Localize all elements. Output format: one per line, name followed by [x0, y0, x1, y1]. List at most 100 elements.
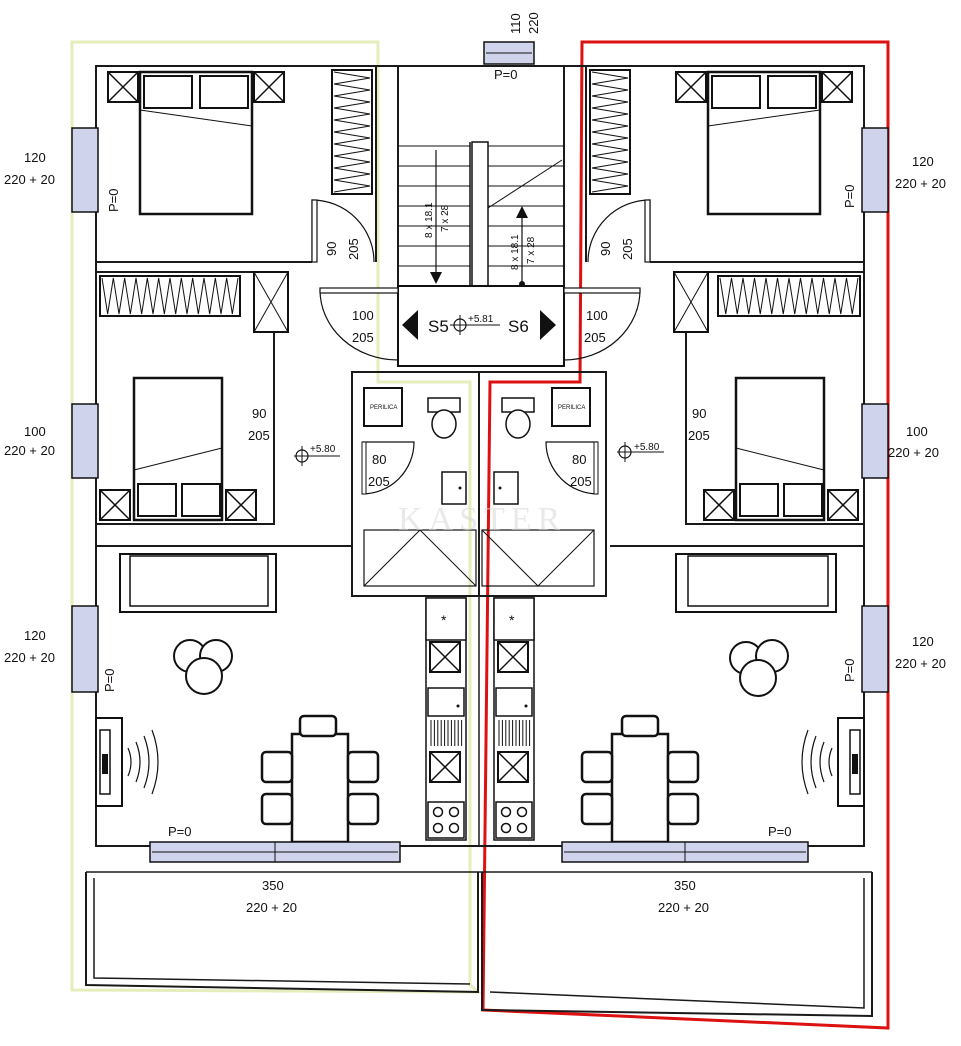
bed-icon	[706, 70, 822, 216]
table-icon	[173, 639, 233, 695]
l-washing-machine-label: PERILICA	[370, 405, 397, 411]
r-balcony-door-height: 220 + 20	[658, 900, 709, 915]
top-window-width: 110	[508, 13, 523, 34]
stair-tread-right: 7 x 28	[526, 236, 537, 264]
r-balcony-door-width: 350	[674, 878, 696, 893]
l-balcony-sill: P=0	[168, 824, 192, 839]
r-bed2-window-height: 220 + 20	[888, 445, 939, 460]
r-bed2-window-width: 100	[906, 424, 928, 439]
washing-machine-icon	[363, 387, 403, 427]
r-bed2-door-width: 90	[692, 406, 706, 421]
r-entry-door-width: 100	[586, 308, 608, 323]
watermark: KASTER	[398, 501, 566, 538]
landing-arrow-icon	[402, 310, 418, 340]
fridge-icon: *	[493, 597, 535, 641]
l-level: +5.80	[310, 444, 336, 455]
sofa-icon	[119, 553, 277, 613]
r-bed1-window-sill: P=0	[842, 185, 857, 209]
wardrobe-icon	[99, 275, 241, 317]
l-bed1-window-width: 120	[24, 150, 46, 165]
r-living-window-height: 220 + 20	[895, 656, 946, 671]
l-bed2-window-height: 220 + 20	[4, 443, 55, 458]
washbasin-icon	[441, 471, 467, 505]
dining-set-icon	[580, 714, 700, 844]
window-icon	[71, 403, 99, 479]
toilet-icon	[501, 397, 535, 439]
stair-run-right: 8 x 18.1	[510, 234, 521, 270]
window-icon	[71, 605, 99, 693]
wardrobe-icon	[331, 69, 373, 195]
svg-text:*: *	[441, 612, 447, 628]
bed-icon	[734, 376, 826, 522]
wardrobe-icon	[253, 271, 289, 333]
wardrobe-icon	[589, 69, 631, 195]
r-balcony-sill: P=0	[768, 824, 792, 839]
l-bed1-window-sill: P=0	[106, 189, 121, 213]
stair-treads	[398, 145, 564, 267]
fridge-icon: *	[425, 597, 467, 641]
top-window-height: 220	[526, 12, 541, 34]
kitchen-counter: *	[425, 597, 467, 841]
door-swing-icon	[587, 199, 651, 263]
r-level: +5.80	[634, 442, 660, 453]
toilet-icon	[427, 397, 461, 439]
door-swing-icon	[545, 441, 599, 495]
sofa-icon	[675, 553, 837, 613]
stove-icon	[495, 801, 533, 839]
washing-machine-icon	[551, 387, 591, 427]
bed-icon	[138, 70, 254, 216]
stair-run-left: 8 x 18.1	[424, 202, 435, 238]
l-entry-door-width: 100	[352, 308, 374, 323]
l-bath-door-height: 205	[368, 474, 390, 489]
l-balcony-door-height: 220 + 20	[246, 900, 297, 915]
stair-tread-left: 7 x 28	[440, 204, 451, 232]
l-bed2-door-height: 205	[248, 428, 270, 443]
l-living-window-sill: P=0	[102, 669, 117, 693]
r-living-window-sill: P=0	[842, 659, 857, 683]
shower-tray	[363, 529, 477, 587]
window-icon	[71, 127, 99, 213]
washbasin-icon	[493, 471, 519, 505]
staircase: 8 x 18.1 7 x 28 8 x 18.1 7 x 28 S5 S6 +5…	[397, 141, 565, 367]
l-bed1-window-height: 220 + 20	[4, 172, 55, 187]
table-icon	[729, 639, 789, 697]
l-living-window-height: 220 + 20	[4, 650, 55, 665]
right-unit: 120 220 + 20 P=0 100 220 + 20 120 220 + …	[481, 69, 946, 915]
window-icon	[149, 841, 401, 863]
l-balcony-door-width: 350	[262, 878, 284, 893]
window-icon	[861, 605, 889, 693]
drainboard	[498, 720, 531, 746]
window-icon	[561, 841, 809, 863]
l-bed1-door-width: 90	[324, 242, 339, 256]
dining-set-icon	[260, 714, 380, 844]
door-swing-icon	[361, 441, 415, 495]
r-entry-door-height: 205	[584, 330, 606, 345]
l-bed1-door-height: 205	[346, 238, 361, 260]
shower-tray	[481, 529, 595, 587]
wardrobe-icon	[717, 275, 861, 317]
l-living-window-width: 120	[24, 628, 46, 643]
left-unit: 120 220 + 20 P=0 100 220 + 20 120 220 + …	[4, 69, 477, 915]
fireplace-icon	[95, 717, 159, 807]
stove-icon	[427, 801, 465, 839]
l-bed2-door-width: 90	[252, 406, 266, 421]
landing-arrow-icon	[540, 310, 556, 340]
r-bath-door-width: 80	[572, 452, 586, 467]
kitchen-counter: *	[493, 597, 535, 841]
fireplace-icon	[801, 717, 865, 807]
landing-label-right: S6	[508, 317, 529, 336]
level-marker-icon	[617, 442, 664, 462]
landing-level: +5.81	[468, 314, 494, 325]
top-window: 110 220 P=0	[483, 12, 541, 82]
l-bed2-window-width: 100	[24, 424, 46, 439]
r-bath-door-height: 205	[570, 474, 592, 489]
level-marker-icon	[450, 315, 500, 335]
top-window-sill: P=0	[494, 67, 518, 82]
landing-label-left: S5	[428, 317, 449, 336]
door-swing-icon	[311, 199, 375, 263]
r-bed1-window-height: 220 + 20	[895, 176, 946, 191]
level-marker-icon	[294, 446, 340, 466]
window-icon	[861, 127, 889, 213]
l-bath-door-width: 80	[372, 452, 386, 467]
